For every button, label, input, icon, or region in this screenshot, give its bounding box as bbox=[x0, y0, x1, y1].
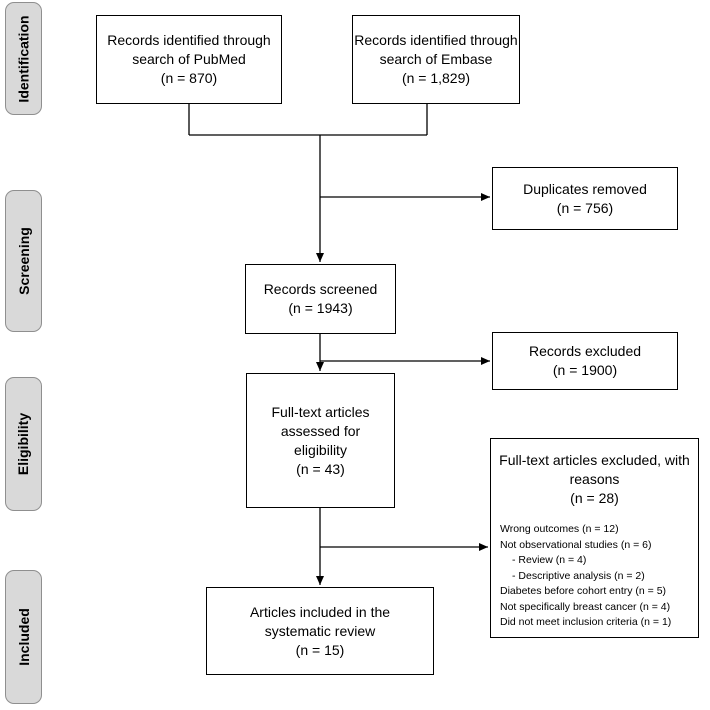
duplicates-removed-box: Duplicates removed (n = 756) bbox=[492, 167, 678, 230]
pubmed-records-box: Records identified through search of Pub… bbox=[96, 15, 282, 104]
exclusion-reason: Not specifically breast cancer (n = 4) bbox=[500, 600, 671, 613]
phase-label-identification: Identification bbox=[5, 2, 42, 115]
records-excluded-box: Records excluded (n = 1900) bbox=[492, 332, 678, 390]
embase-records-box: Records identified through search of Emb… bbox=[352, 15, 520, 104]
exclusion-subreason: - Review (n = 4) bbox=[512, 554, 587, 566]
articles-included-box: Articles included in the systematic revi… bbox=[206, 587, 434, 675]
records-screened-box: Records screened (n = 1943) bbox=[245, 264, 396, 334]
phase-label-eligibility: Eligibility bbox=[5, 377, 42, 511]
fulltext-excluded-box: Full-text articles excluded, with reason… bbox=[490, 438, 699, 638]
fulltext-excluded-header: Full-text articles excluded, with reason… bbox=[499, 452, 690, 506]
exclusion-subreason: - Descriptive analysis (n = 2) bbox=[512, 569, 645, 582]
exclusion-reason: Diabetes before cohort entry (n = 5) bbox=[500, 585, 667, 597]
exclusion-reason: Not observational studies (n = 6) bbox=[500, 538, 652, 551]
fulltext-assessed-box: Full-text articles assessed for eligibil… bbox=[246, 373, 395, 508]
exclusion-reason: Did not meet inclusion criteria (n = 1) bbox=[500, 616, 672, 628]
phase-label-included: Included bbox=[5, 570, 42, 704]
exclusion-reason: Wrong outcomes (n = 12) bbox=[500, 523, 619, 535]
exclusion-reasons-list: Wrong outcomes (n = 12) Not observationa… bbox=[491, 522, 671, 631]
phase-label-screening: Screening bbox=[5, 190, 42, 332]
